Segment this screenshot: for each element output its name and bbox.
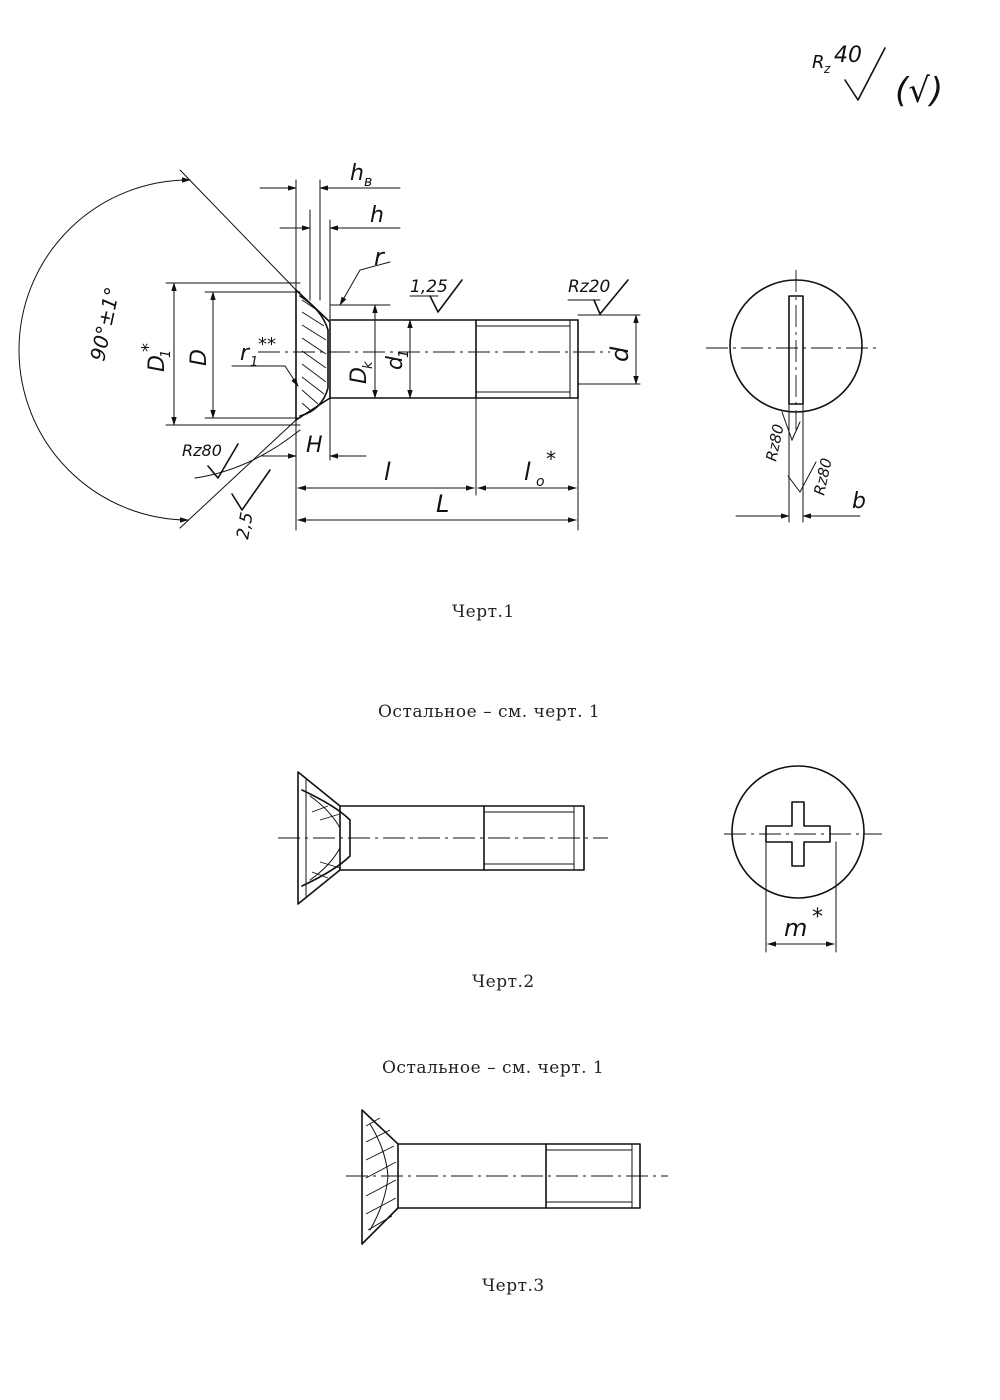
caption-fig2: Черт.2 (472, 972, 535, 992)
roughness-125-symbol (429, 279, 463, 313)
roughness-rz20-symbol (593, 279, 629, 315)
label-r1-sub: 1 (250, 355, 258, 370)
label-m-sup: * (812, 905, 823, 930)
roughness-check-icon (844, 47, 886, 101)
label-m: m (784, 914, 807, 942)
label-d: d (606, 346, 634, 362)
caption-fig1: Черт.1 (452, 602, 515, 622)
figure-2-screw-view: m * (278, 765, 882, 953)
label-D1-sup: * (138, 343, 159, 352)
label-rough-125: 1,25 (410, 277, 448, 297)
figure-3-screw-view (346, 1109, 668, 1245)
caption-fig3: Черт.3 (482, 1276, 545, 1296)
roughness-general-prefix: R (812, 52, 825, 73)
label-rough-rz20: Rz20 (568, 277, 610, 297)
fig2-end-view-circle (731, 765, 865, 899)
label-angle: 90°±1° (85, 285, 124, 363)
label-l0: l (524, 458, 531, 486)
label-l: l (384, 458, 391, 486)
roughness-general-sub: z (823, 62, 831, 76)
label-r1-sup: ** (258, 334, 276, 355)
general-roughness-symbol: R z 40 (√) (812, 43, 943, 111)
label-hv-sub: в (364, 174, 372, 190)
label-l0-sup: * (546, 447, 556, 471)
label-Dk: D (347, 367, 372, 384)
label-D: D (187, 349, 212, 366)
label-rough-25: 2,5 (233, 511, 257, 541)
label-rough-rz80-b: Rz80 (810, 457, 835, 497)
label-r: r (374, 243, 386, 271)
head-hatching (301, 299, 327, 411)
note-fig3: Остальное – см. черт. 1 (382, 1058, 605, 1078)
roughness-bracket-symbol: (√) (895, 71, 943, 111)
roughness-rz80-head-symbol (207, 443, 239, 479)
label-b: b (852, 489, 866, 514)
roughness-25-symbol (231, 469, 271, 511)
label-D1: D (145, 355, 170, 372)
roughness-general-value: 40 (834, 43, 862, 68)
label-h: h (370, 203, 384, 228)
recess-hatching (311, 805, 341, 879)
label-d1-sub: 1 (397, 350, 412, 358)
head-hatching-3 (365, 1117, 397, 1231)
label-r1: r (240, 341, 251, 366)
label-D1-sub: 1 (159, 350, 174, 358)
note-fig2: Остальное – см. черт. 1 (378, 702, 601, 722)
label-Dk-sub: k (361, 361, 376, 369)
label-hv: h (350, 161, 364, 186)
label-d1: d (383, 355, 408, 370)
label-rough-rz80-a: Rz80 (762, 423, 787, 463)
label-rough-rz80-head: Rz80 (182, 441, 222, 460)
figure-1-screw-view: h в h r r 1 ** D 1 * D (18, 161, 880, 541)
label-l0-sub: o (536, 474, 545, 490)
head-outline (295, 289, 331, 421)
slot (788, 295, 804, 405)
label-L: L (436, 490, 449, 518)
cross-recess-icon (765, 801, 831, 867)
label-H: H (306, 433, 323, 458)
